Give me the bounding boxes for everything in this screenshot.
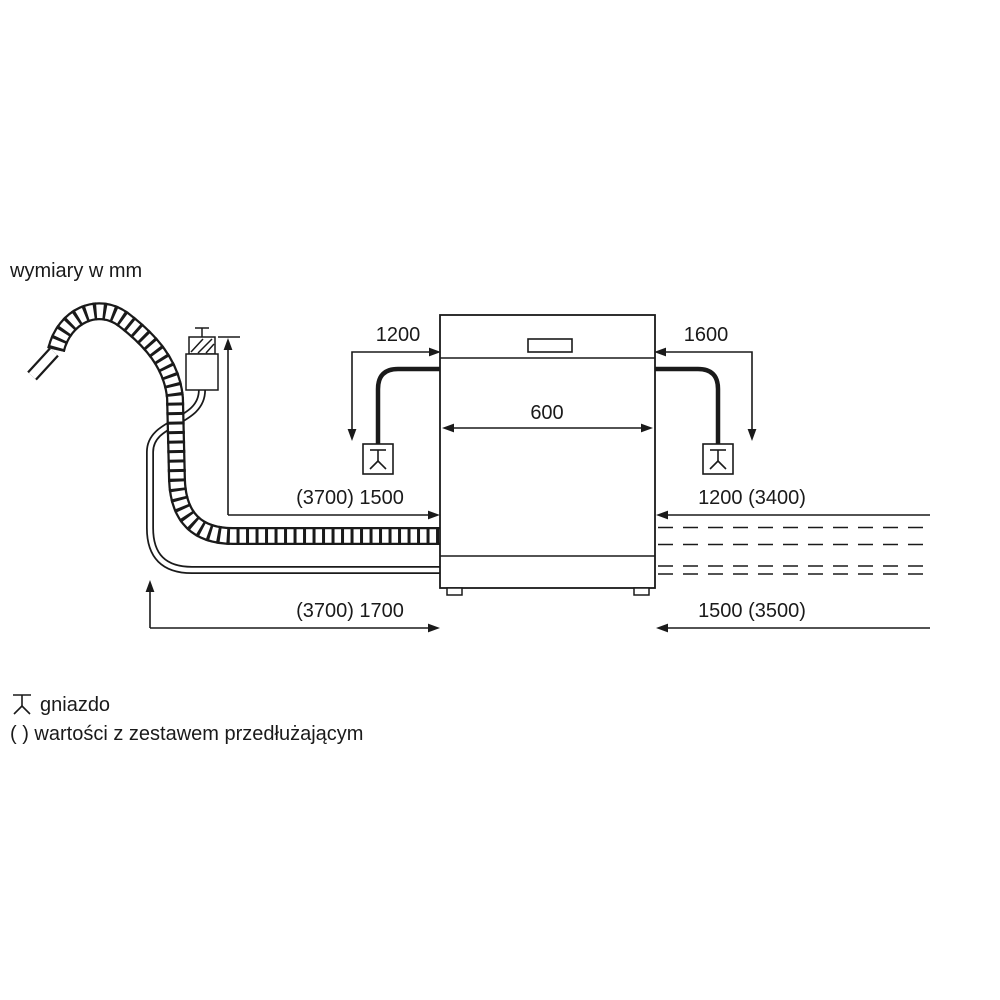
dimension-drain-left: (3700) 1500 [218,336,440,520]
tap-valve-icon [185,327,219,391]
socket-icon-right [702,443,734,475]
legend: gniazdo ( ) wartości z zestawem przedłuż… [10,694,363,745]
arrow-down-icon [347,429,357,441]
socket-icon [13,694,31,715]
dishwasher-body [439,314,656,589]
arrow-right-icon [428,510,440,520]
drain-hose-nozzle-icon [27,347,59,381]
socket-icon-left [362,443,394,475]
hose-extension-dashed-lines [658,526,930,575]
legend-extension-label: ( ) wartości z zestawem przedłużającym [10,723,363,745]
power-cord-left [375,366,440,444]
dim-cord-left-label: 1200 [376,324,421,346]
dim-drain-left-label: (3700) 1500 [296,487,404,509]
page-title: wymiary w mm [9,260,142,282]
arrow-up-icon [145,580,155,592]
foot-right [633,587,650,596]
dimension-supply-left: (3700) 1700 [145,580,440,633]
dim-supply-left-label: (3700) 1700 [296,600,404,622]
dimension-supply-right: 1500 (3500) [656,600,930,633]
legend-socket-label: gniazdo [40,694,110,716]
display-window [527,338,573,353]
arrow-down-icon [747,429,757,441]
arrow-right-icon [641,423,653,433]
dimension-appliance-width: 600 [442,402,653,433]
dimension-cord-right: 1600 [654,324,757,441]
dishwasher-outline [439,314,656,596]
arrow-left-icon [656,510,668,520]
water-supply-hose [146,389,442,574]
power-cord-right [655,366,721,444]
foot-left [446,587,463,596]
dim-supply-right-label: 1500 (3500) [698,600,806,622]
dimension-drain-right: 1200 (3400) [656,487,930,520]
arrow-left-icon [442,423,454,433]
dimension-cord-left: 1200 [347,324,441,441]
dim-drain-right-label: 1200 (3400) [698,487,806,509]
arrow-up-icon [223,338,233,350]
dim-cord-right-label: 1600 [684,324,729,346]
dim-width-label: 600 [530,402,563,424]
arrow-left-icon [656,623,668,633]
arrow-right-icon [428,623,440,633]
arrow-right-icon [429,347,441,357]
corrugated-drain-hose [27,302,442,545]
arrow-left-icon [654,347,666,357]
